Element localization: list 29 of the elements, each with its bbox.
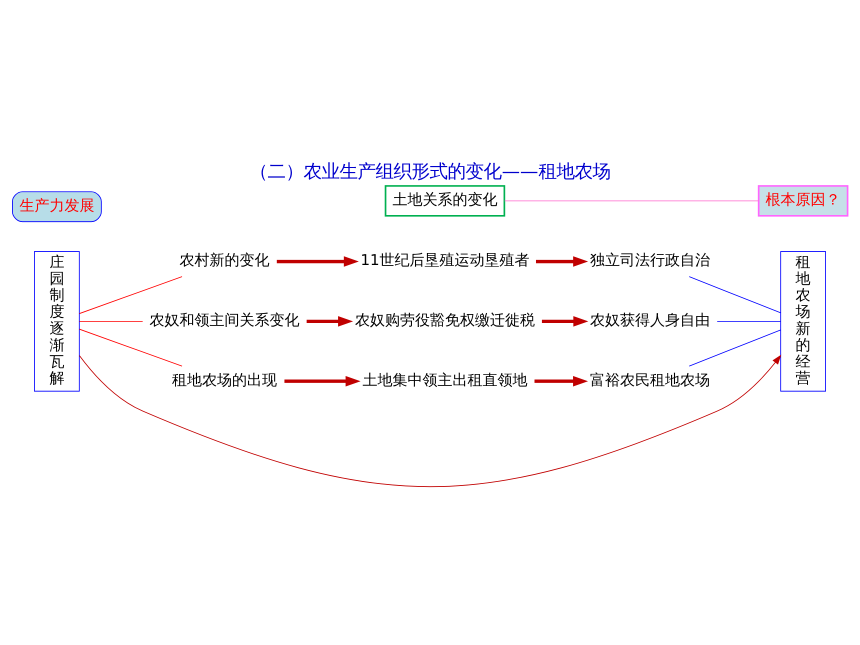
connector	[504, 200, 759, 201]
arrow	[536, 256, 588, 266]
node-text: 11世纪后垦殖运动垦殖者	[360, 250, 530, 269]
node-text: 土地集中领主出租直领地	[362, 370, 528, 388]
connector	[716, 320, 781, 322]
node-text: 农奴获得人身自由	[590, 310, 710, 329]
connector	[79, 320, 144, 322]
node-text: 农奴和领主间关系变化	[150, 310, 300, 329]
node-box: 土地关系的变化	[384, 184, 506, 216]
arrow	[306, 316, 354, 326]
connector	[79, 328, 182, 366]
node-text: 农奴购劳役豁免权缴迁徙税	[354, 310, 535, 329]
node-box: 根本原因？	[758, 184, 848, 216]
arrow	[276, 256, 359, 266]
diagram-title: （二）农业生产组织形式的变化——租地农场	[250, 160, 610, 182]
arrow	[284, 375, 361, 386]
node-text: 农村新的变化	[180, 250, 270, 269]
arrow	[534, 375, 588, 386]
node-box: 租地农场新的经营	[780, 250, 826, 392]
connector	[79, 276, 182, 314]
node-text: 独立司法行政自治	[590, 250, 710, 269]
connector	[688, 329, 781, 366]
arrow	[542, 316, 588, 326]
connector	[688, 276, 781, 313]
node-box: 庄园制度逐渐瓦解	[34, 250, 80, 392]
node-text: 富裕农民租地农场	[590, 370, 710, 388]
node-box: 生产力发展	[12, 190, 102, 222]
arrow	[79, 354, 782, 487]
node-text: 租地农场的出现	[172, 370, 278, 388]
